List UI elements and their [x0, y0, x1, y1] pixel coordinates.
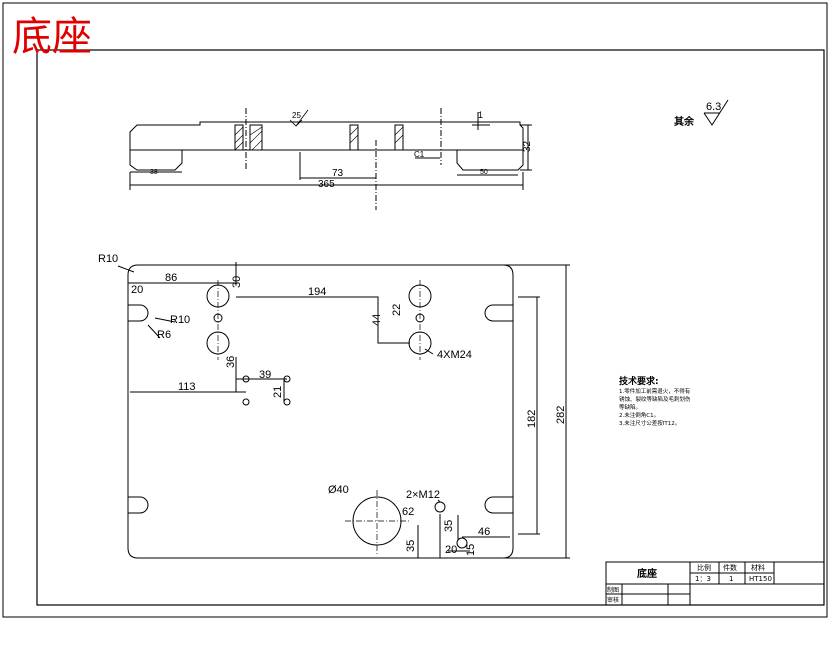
tech-note-line-5: 3.未注尺寸公差按IT12。: [619, 419, 680, 427]
slot-bottom-right: [484, 496, 513, 514]
thread2-callout: 2×M12: [406, 489, 440, 501]
dim-m12-dx: 20: [445, 544, 457, 556]
tb-drawn-label: 制图: [607, 586, 619, 594]
tb-scale: 1：3: [695, 575, 711, 583]
tb-part-name: 底座: [637, 567, 657, 580]
inner-frame: [36, 49, 825, 606]
section-roughness-symbol: [289, 109, 309, 127]
dim-small-dy: 22: [391, 304, 403, 316]
slot-top-right: [484, 304, 513, 322]
dim-slot-inner-radius: R6: [157, 329, 171, 341]
dim-hole-x: 86: [165, 272, 177, 284]
section-roughness: 25: [292, 111, 301, 120]
dim-center-offset: 73: [332, 168, 344, 179]
tech-note-line-3: 等缺陷。: [619, 403, 641, 411]
dim-m12-x: 46: [478, 526, 490, 538]
dim-height: 32: [522, 140, 533, 152]
plan-view: [117, 262, 570, 559]
bore-right: [394, 124, 404, 151]
bore-left-b: [249, 124, 263, 151]
sheet-title: 底座: [12, 14, 92, 60]
plate-outline: [127, 264, 514, 559]
dim-chamfer: C1: [414, 150, 425, 159]
dim-inner-height: 182: [526, 410, 538, 428]
pin-hole-4: [283, 398, 291, 406]
dim-overall-height: 282: [555, 406, 567, 424]
dim-pin-dy: 36: [225, 356, 237, 368]
dim-slot-offset: 20: [131, 284, 143, 296]
dim-bore-dy: 35: [443, 520, 455, 532]
tb-qty-header: 件数: [723, 563, 737, 572]
tb-checked-label: 审核: [607, 596, 619, 604]
tech-note-line-4: 2.未注倒角C1。: [619, 411, 659, 419]
dim-total-length: 365: [318, 179, 335, 190]
dim-pin-dx: 39: [259, 369, 271, 381]
m12-hole-1: [434, 501, 446, 513]
dim-slot-radius: R10: [170, 314, 190, 326]
dim-bore-bottom: 35: [405, 540, 417, 552]
pin-hole-3: [242, 398, 250, 406]
title-block: [605, 561, 825, 606]
bore-center: [349, 124, 359, 151]
roughness-symbol: [703, 99, 729, 126]
dim-bore-dx: 62: [402, 506, 414, 518]
dim-hole-spacing: 194: [308, 286, 326, 298]
outer-frame: [2, 2, 828, 618]
slot-bottom-left: [128, 496, 149, 514]
dim-m12-dy: 15: [465, 544, 477, 556]
dim-left-step: 38: [150, 169, 158, 176]
bore-left-a: [234, 124, 244, 151]
tech-notes-title: 技术要求:: [619, 375, 659, 387]
tb-material: HT150: [749, 575, 772, 583]
dim-pin-small-dy: 21: [272, 386, 284, 398]
roughness-value: 6.3: [706, 101, 721, 113]
tech-note-line-1: 1.零件加工前需退火，不得有: [619, 387, 691, 395]
m12-hole-2: [456, 537, 468, 549]
dim-right-step: 50: [480, 169, 488, 176]
roughness-label: 其余: [674, 115, 695, 128]
tb-qty: 1: [729, 575, 733, 583]
section-view: [129, 108, 532, 210]
tb-scale-header: 比例: [697, 563, 711, 572]
dim-pin-x: 113: [178, 381, 196, 393]
dim-hole-dy: 44: [371, 314, 383, 326]
dim-bore: Ø40: [328, 484, 349, 496]
dim-groove: 1: [478, 110, 483, 120]
slot-top-left: [128, 304, 149, 322]
tech-notes: 技术要求: 1.零件加工前需退火，不得有 锈蚀、裂纹等缺陷及毛刺划伤 等缺陷。 …: [619, 375, 691, 427]
dim-hole-y: 30: [231, 276, 243, 288]
thread-callout: 4XM24: [437, 349, 472, 361]
tech-note-line-2: 锈蚀、裂纹等缺陷及毛刺划伤: [619, 395, 691, 403]
section-outline: [129, 121, 524, 171]
dim-outer-radius: R10: [98, 253, 118, 265]
tb-material-header: 材料: [751, 563, 765, 572]
